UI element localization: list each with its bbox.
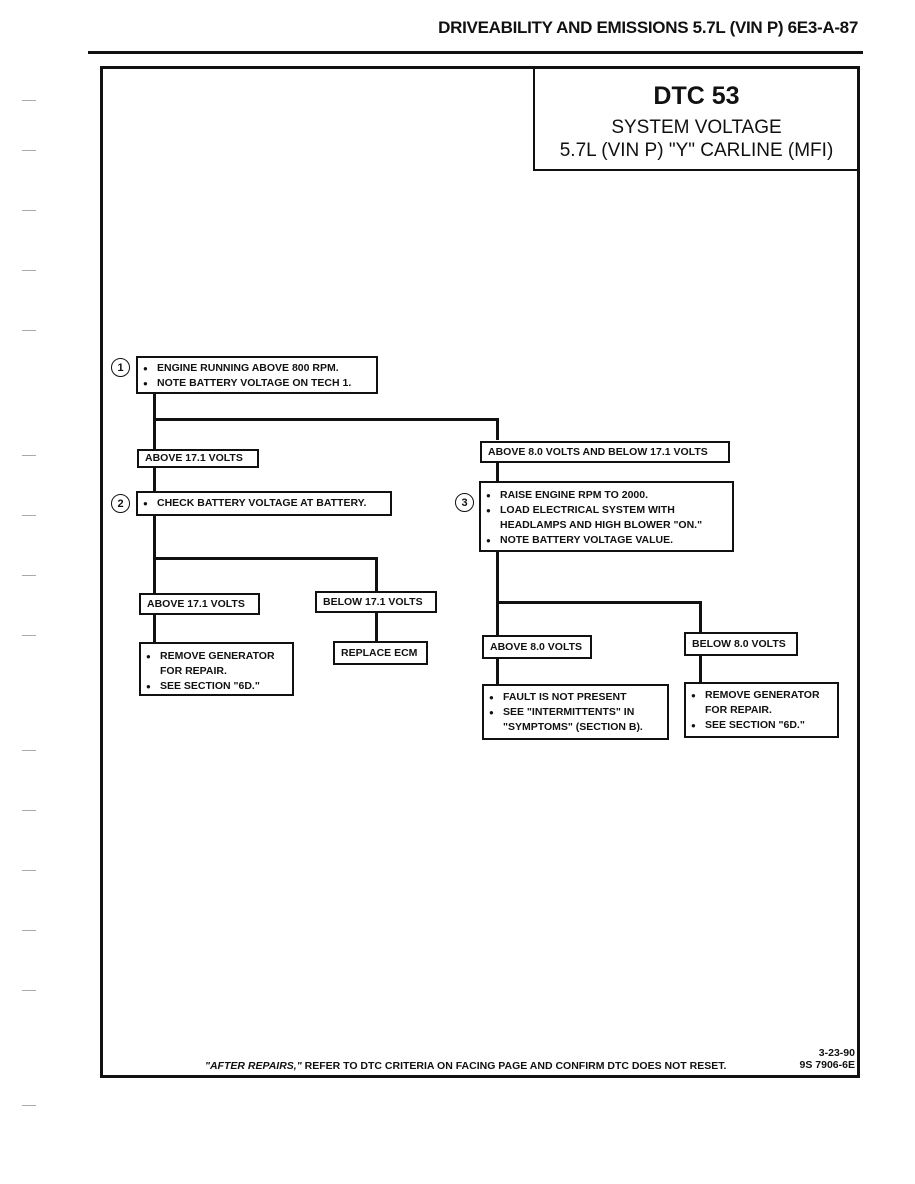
step-1-box: ENGINE RUNNING ABOVE 800 RPM. NOTE BATTE… — [136, 356, 378, 394]
branch-step1-above-17-1: ABOVE 17.1 VOLTS — [137, 449, 259, 468]
dtc-subtitle: SYSTEM VOLTAGE — [611, 117, 782, 138]
dtc-code: DTC 53 — [653, 82, 740, 110]
header-rule — [88, 51, 863, 54]
outcome-line: REMOVE GENERATOR FOR REPAIR. — [686, 688, 823, 718]
connector-line — [153, 418, 499, 421]
outcome-fault-not-present: FAULT IS NOT PRESENT SEE "INTERMITTENTS"… — [482, 684, 669, 740]
step-1-line: ENGINE RUNNING ABOVE 800 RPM. — [138, 361, 376, 376]
margin-tick — [22, 270, 36, 271]
footer-note-emphasis: "AFTER REPAIRS," — [205, 1060, 302, 1072]
footer-note-text: REFER TO DTC CRITERIA ON FACING PAGE AND… — [301, 1060, 727, 1072]
step-3-line: NOTE BATTERY VOLTAGE VALUE. — [481, 533, 732, 548]
margin-tick — [22, 810, 36, 811]
outcome-line: REMOVE GENERATOR FOR REPAIR. — [141, 649, 278, 679]
step-2-line: CHECK BATTERY VOLTAGE AT BATTERY. — [138, 496, 390, 511]
margin-tick — [22, 575, 36, 576]
outcome-line: SEE SECTION "6D." — [141, 679, 292, 694]
branch-step3-below-8-0: BELOW 8.0 VOLTS — [684, 632, 798, 656]
connector-line — [496, 418, 499, 440]
margin-tick — [22, 870, 36, 871]
margin-tick — [22, 1105, 36, 1106]
connector-line — [153, 515, 156, 594]
step-2-box: CHECK BATTERY VOLTAGE AT BATTERY. — [136, 491, 392, 516]
connector-line — [153, 557, 378, 560]
outcome-line: FAULT IS NOT PRESENT — [484, 690, 667, 705]
margin-tick — [22, 990, 36, 991]
step-3-number: 3 — [455, 493, 474, 512]
footer-code: 3-23-90 9S 7906-6E — [790, 1047, 855, 1071]
connector-line — [153, 393, 156, 451]
margin-tick — [22, 330, 36, 331]
outcome-remove-generator-a: REMOVE GENERATOR FOR REPAIR. SEE SECTION… — [139, 642, 294, 696]
margin-tick — [22, 635, 36, 636]
margin-tick — [22, 210, 36, 211]
step-1-number: 1 — [111, 358, 130, 377]
margin-tick — [22, 150, 36, 151]
margin-tick — [22, 455, 36, 456]
connector-line — [496, 658, 499, 685]
footer-note: "AFTER REPAIRS," REFER TO DTC CRITERIA O… — [205, 1060, 726, 1072]
step-3-line: RAISE ENGINE RPM TO 2000. — [481, 488, 732, 503]
connector-line — [496, 601, 702, 604]
step-1-line: NOTE BATTERY VOLTAGE ON TECH 1. — [138, 376, 376, 391]
branch-step2-below-17-1: BELOW 17.1 VOLTS — [315, 591, 437, 613]
outcome-replace-ecm: REPLACE ECM — [333, 641, 428, 665]
connector-line — [699, 601, 702, 632]
connector-line — [375, 612, 378, 642]
margin-tick — [22, 515, 36, 516]
dtc-carline: 5.7L (VIN P) "Y" CARLINE (MFI) — [559, 140, 834, 161]
branch-step3-above-8-0: ABOVE 8.0 VOLTS — [482, 635, 592, 659]
footer-doc-code: 9S 7906-6E — [799, 1059, 855, 1071]
outcome-line: SEE "INTERMITTENTS" IN "SYMPTOMS" (SECTI… — [484, 705, 653, 735]
outcome-remove-generator-b: REMOVE GENERATOR FOR REPAIR. SEE SECTION… — [684, 682, 839, 738]
margin-tick — [22, 100, 36, 101]
margin-tick — [22, 930, 36, 931]
title-box: DTC 53 SYSTEM VOLTAGE 5.7L (VIN P) "Y" C… — [533, 68, 858, 171]
footer-date: 3-23-90 — [818, 1047, 855, 1059]
outcome-line: SEE SECTION "6D." — [686, 718, 837, 733]
connector-line — [153, 614, 156, 644]
connector-line — [496, 551, 499, 635]
margin-tick — [22, 750, 36, 751]
connector-line — [699, 654, 702, 682]
connector-line — [153, 466, 156, 492]
step-3-box: RAISE ENGINE RPM TO 2000. LOAD ELECTRICA… — [479, 481, 734, 552]
diagram-frame — [100, 66, 860, 1078]
page-header: DRIVEABILITY AND EMISSIONS 5.7L (VIN P) … — [438, 18, 858, 37]
step-2-number: 2 — [111, 494, 130, 513]
step-3-line: LOAD ELECTRICAL SYSTEM WITH HEADLAMPS AN… — [481, 503, 725, 533]
branch-step2-above-17-1: ABOVE 17.1 VOLTS — [139, 593, 260, 615]
connector-line — [496, 462, 499, 483]
connector-line — [375, 557, 378, 593]
branch-step1-between: ABOVE 8.0 VOLTS AND BELOW 17.1 VOLTS — [480, 441, 730, 463]
